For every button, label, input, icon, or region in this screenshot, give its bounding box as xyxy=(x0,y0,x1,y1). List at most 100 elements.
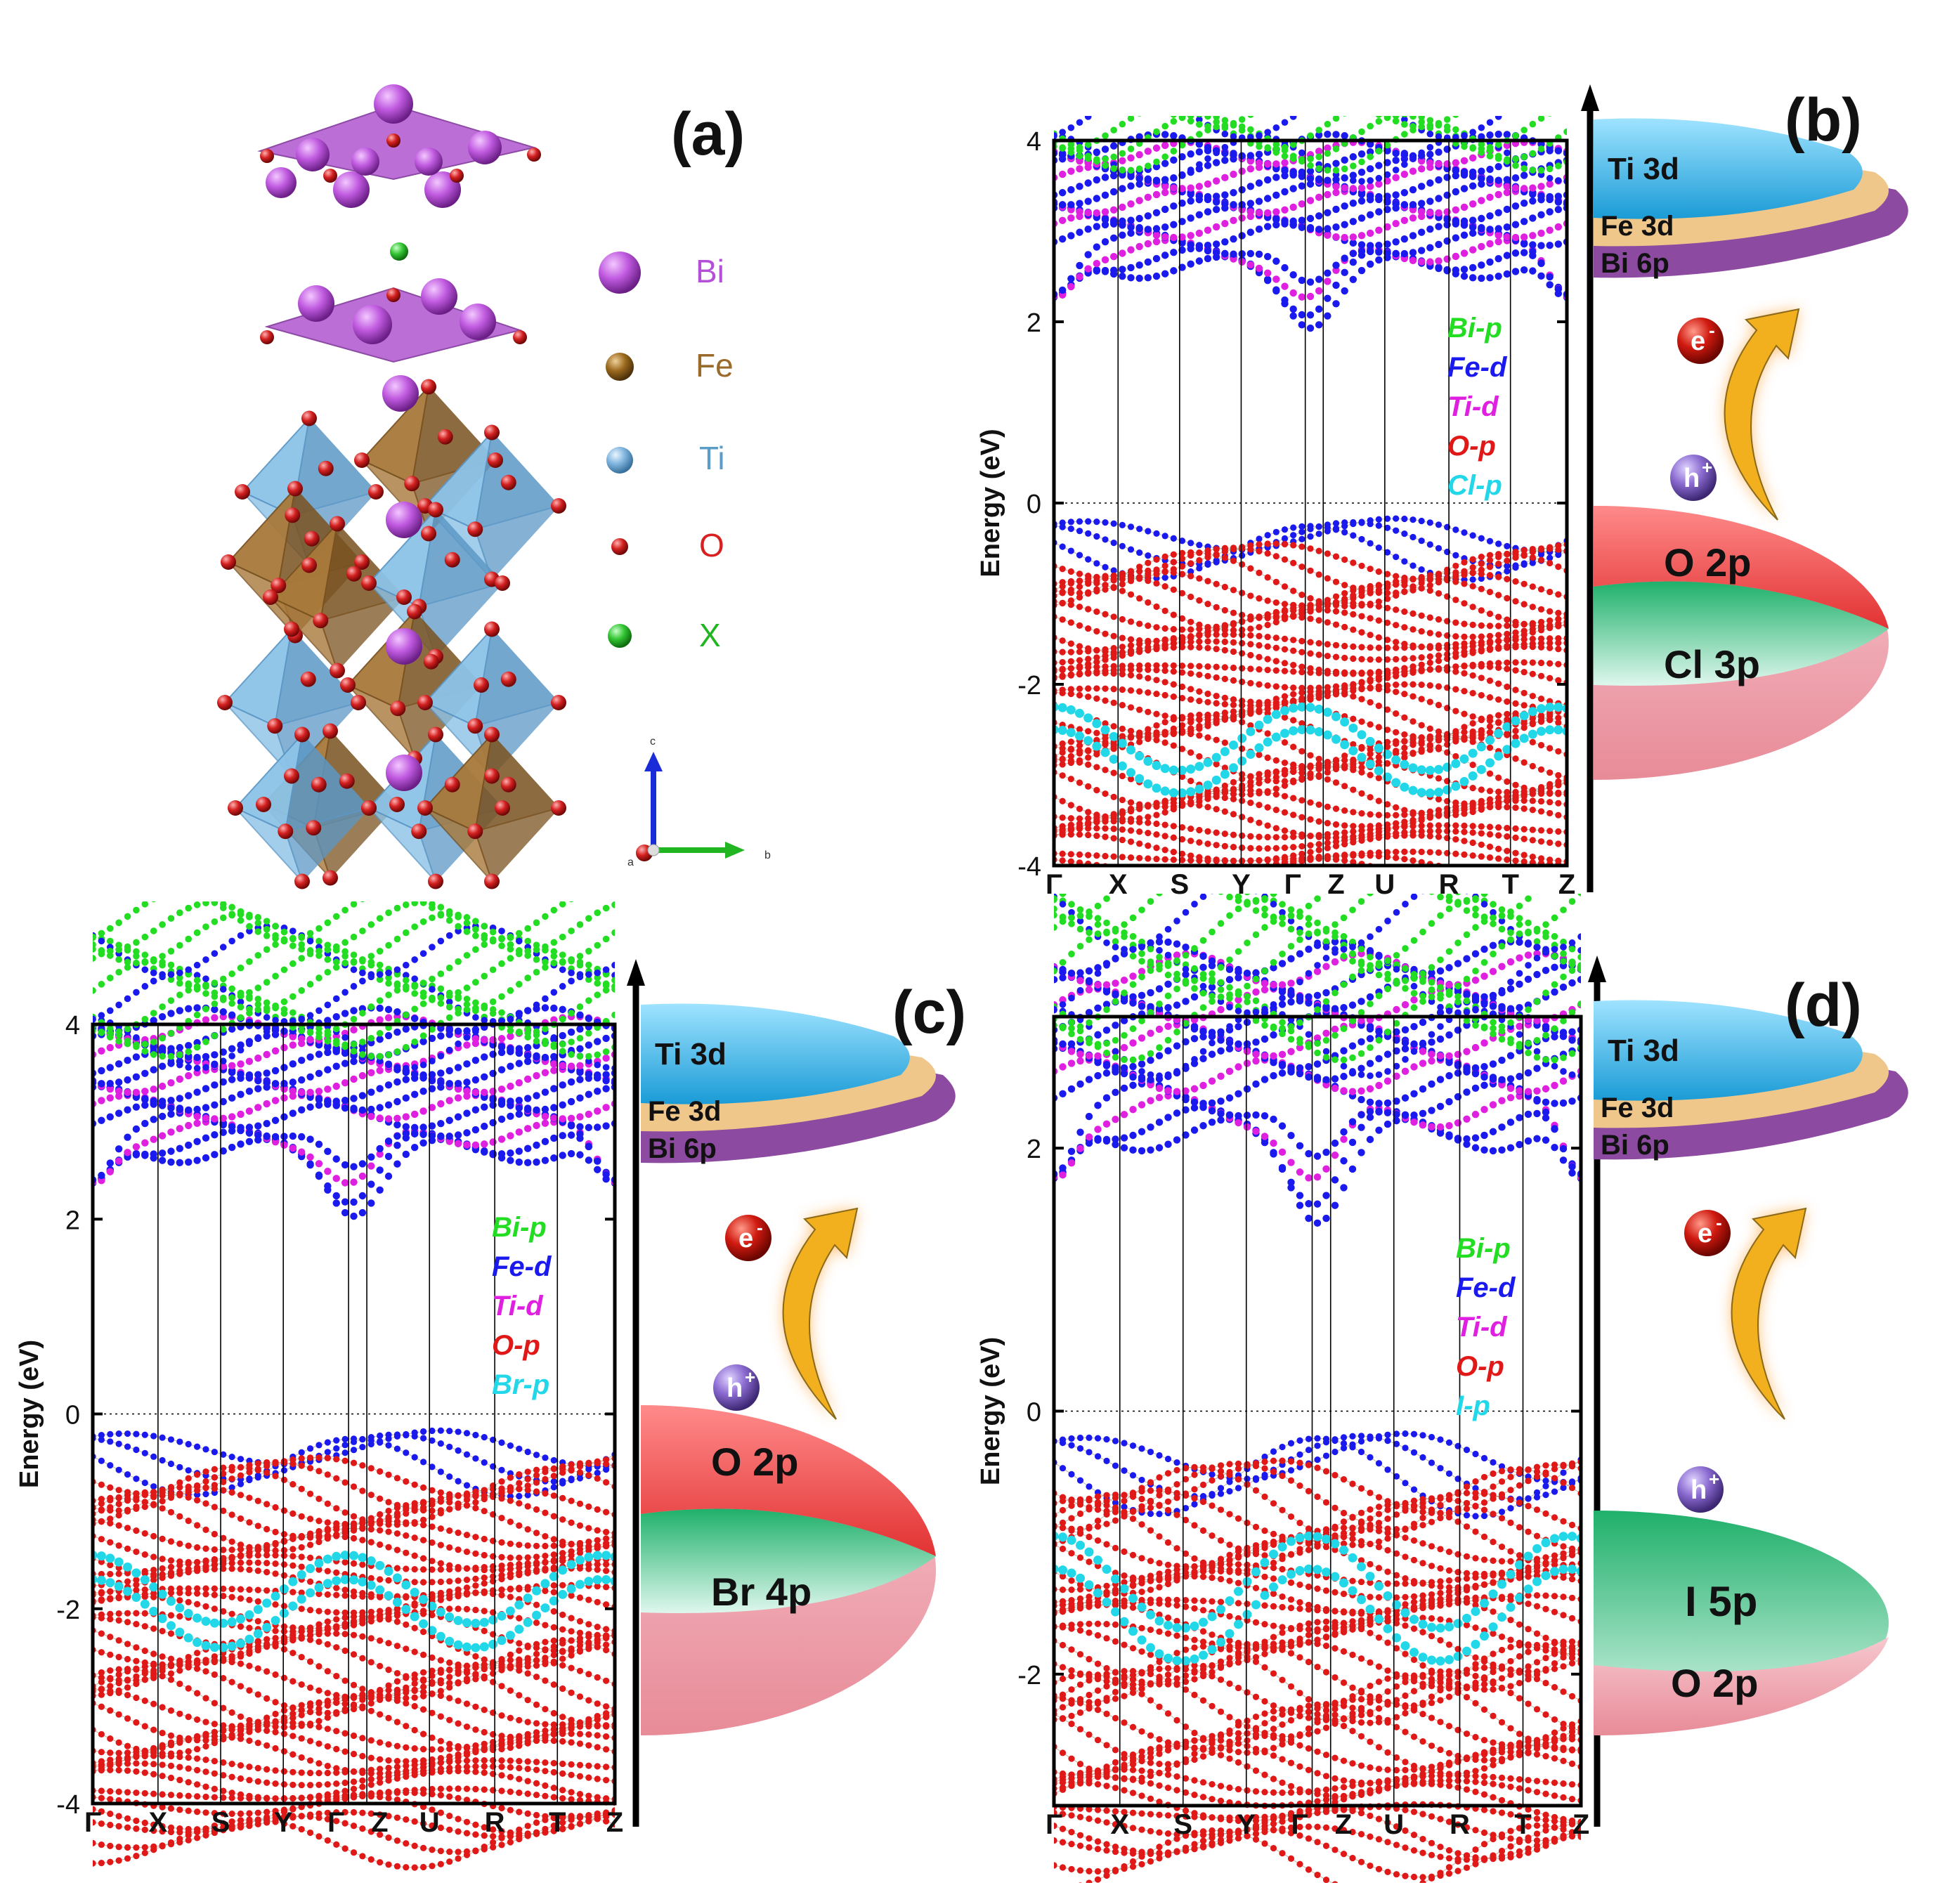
charge-transfer-arrow-icon xyxy=(782,1207,859,1420)
kpoint-label: X xyxy=(1109,869,1128,900)
axis-b-label: b xyxy=(764,849,771,861)
level-fe3d-label: Fe 3d xyxy=(1601,1093,1674,1123)
level-bi6p-label: Bi 6p xyxy=(1601,248,1669,279)
y-tick-label: 2 xyxy=(1027,1135,1041,1164)
kpoint-label: T xyxy=(549,1807,566,1838)
level-o2p-label: O 2p xyxy=(1671,1661,1758,1705)
legend-o-p: O-p xyxy=(1456,1351,1504,1382)
y-tick-label: -2 xyxy=(56,1596,80,1625)
crystal-axes-indicator: c b a xyxy=(627,736,771,868)
legend-bi-p: Bi-p xyxy=(1456,1233,1511,1264)
hole-label: h xyxy=(1691,1475,1707,1505)
y-axis-label: Energy (eV) xyxy=(976,429,1005,577)
charge-transfer-arrow-icon xyxy=(1731,1207,1807,1420)
legend-bi-p: Bi-p xyxy=(492,1212,547,1243)
kpoint-label: S xyxy=(1173,1809,1192,1840)
kpoint-label: Y xyxy=(1237,1809,1256,1840)
level-i5p-label: I 5p xyxy=(1685,1578,1757,1625)
y-tick-label: 0 xyxy=(65,1401,80,1430)
legend-o-p: O-p xyxy=(1447,431,1496,462)
y-tick-label: -4 xyxy=(1017,852,1041,882)
level-halogen xyxy=(1594,581,1889,686)
legend-x: X xyxy=(608,617,721,653)
level-fe3d-label: Fe 3d xyxy=(648,1096,721,1127)
level-ti3d xyxy=(1594,118,1863,219)
level-o2p xyxy=(1594,505,1889,629)
kpoint-label: U xyxy=(419,1807,440,1838)
crystal-structure-panel: c b a Bi Fe Ti O X xyxy=(217,84,771,889)
legend-ti-label: Ti xyxy=(699,440,725,476)
level-ti3d-label: Ti 3d xyxy=(655,1037,727,1071)
band-dots-b xyxy=(1054,116,1567,866)
level-o2p-label: O 2p xyxy=(711,1440,798,1484)
kpoint-label: X xyxy=(1110,1809,1129,1840)
level-halogen xyxy=(641,1508,936,1613)
level-bi6p-label: Bi 6p xyxy=(648,1133,717,1164)
electron-label: e xyxy=(1691,327,1705,356)
level-o2p-label: O 2p xyxy=(1664,540,1751,585)
legend-cl-p: Cl-p xyxy=(1447,470,1502,501)
electron-label: e xyxy=(1698,1219,1712,1248)
y-tick-label: 4 xyxy=(65,1011,80,1041)
band-dots-c xyxy=(93,901,615,1871)
legend-o: O xyxy=(611,527,724,563)
kpoint-label: Γ xyxy=(1284,869,1301,900)
level-o2p xyxy=(1594,1637,1889,1736)
legend-bi: Bi xyxy=(599,252,724,294)
kpoint-label: Γ xyxy=(84,1807,101,1838)
y-tick-label: -2 xyxy=(1017,1661,1041,1690)
electron-icon xyxy=(725,1215,771,1261)
level-bi6p-label: Bi 6p xyxy=(1601,1130,1669,1161)
level-fe3d-label: Fe 3d xyxy=(1601,211,1674,242)
hole-icon xyxy=(1677,1466,1724,1513)
legend-br-p: Br-p xyxy=(492,1369,549,1400)
y-tick-label: -2 xyxy=(1017,671,1041,700)
legend-o-p: O-p xyxy=(492,1330,540,1361)
kpoint-label: T xyxy=(1502,869,1518,900)
kpoint-label: X xyxy=(149,1807,168,1838)
kpoint-label: T xyxy=(1514,1809,1531,1840)
charge-transfer-arrow-icon xyxy=(1724,308,1800,521)
kpoint-label: Z xyxy=(1558,869,1575,900)
level-ti3d xyxy=(1594,1000,1863,1101)
legend-x-label: X xyxy=(699,617,721,653)
y-tick-label: 0 xyxy=(1027,490,1041,519)
electron-label: e xyxy=(738,1224,753,1253)
legend-i-p: I-p xyxy=(1456,1390,1490,1421)
y-axis-label: Energy (eV) xyxy=(15,1340,44,1488)
band-dots-d xyxy=(1054,894,1581,1883)
legend-bi-label: Bi xyxy=(696,253,724,289)
level-ti3d-label: Ti 3d xyxy=(1608,1033,1679,1068)
legend-ti: Ti xyxy=(606,440,725,476)
kpoint-label: Γ xyxy=(1291,1809,1308,1840)
level-halogen-label: Br 4p xyxy=(711,1570,812,1614)
octahedra-stack xyxy=(223,104,561,883)
y-tick-label: -4 xyxy=(56,1790,80,1820)
kpoint-label: Z xyxy=(606,1807,623,1838)
legend-ti-d: Ti-d xyxy=(1456,1312,1508,1343)
kpoint-label: R xyxy=(1450,1809,1470,1840)
kpoint-label: Z xyxy=(1335,1809,1352,1840)
legend-ti-d: Ti-d xyxy=(1447,391,1499,422)
kpoint-label: Γ xyxy=(1046,1809,1062,1840)
legend-fe-d: Fe-d xyxy=(1456,1272,1516,1303)
element-legend: Bi Fe Ti O X xyxy=(599,252,734,653)
kpoint-label: U xyxy=(1383,1809,1404,1840)
legend-fe: Fe xyxy=(606,347,734,384)
legend-bi-p: Bi-p xyxy=(1447,313,1502,344)
kpoint-label: U xyxy=(1374,869,1395,900)
y-axis-label: Energy (eV) xyxy=(976,1337,1005,1485)
hole-icon xyxy=(713,1364,760,1411)
hole-label: h xyxy=(1684,464,1700,493)
axis-c-label: c xyxy=(650,736,656,748)
panel-label-a: (a) xyxy=(671,100,745,168)
kpoint-label: Y xyxy=(274,1807,293,1838)
y-tick-label: 0 xyxy=(1027,1398,1041,1428)
kpoint-label: S xyxy=(211,1807,230,1838)
level-ti3d-label: Ti 3d xyxy=(1608,152,1679,186)
electron-icon xyxy=(1677,318,1724,364)
kpoint-label: Γ xyxy=(327,1807,344,1838)
y-tick-label: 4 xyxy=(1027,127,1041,157)
